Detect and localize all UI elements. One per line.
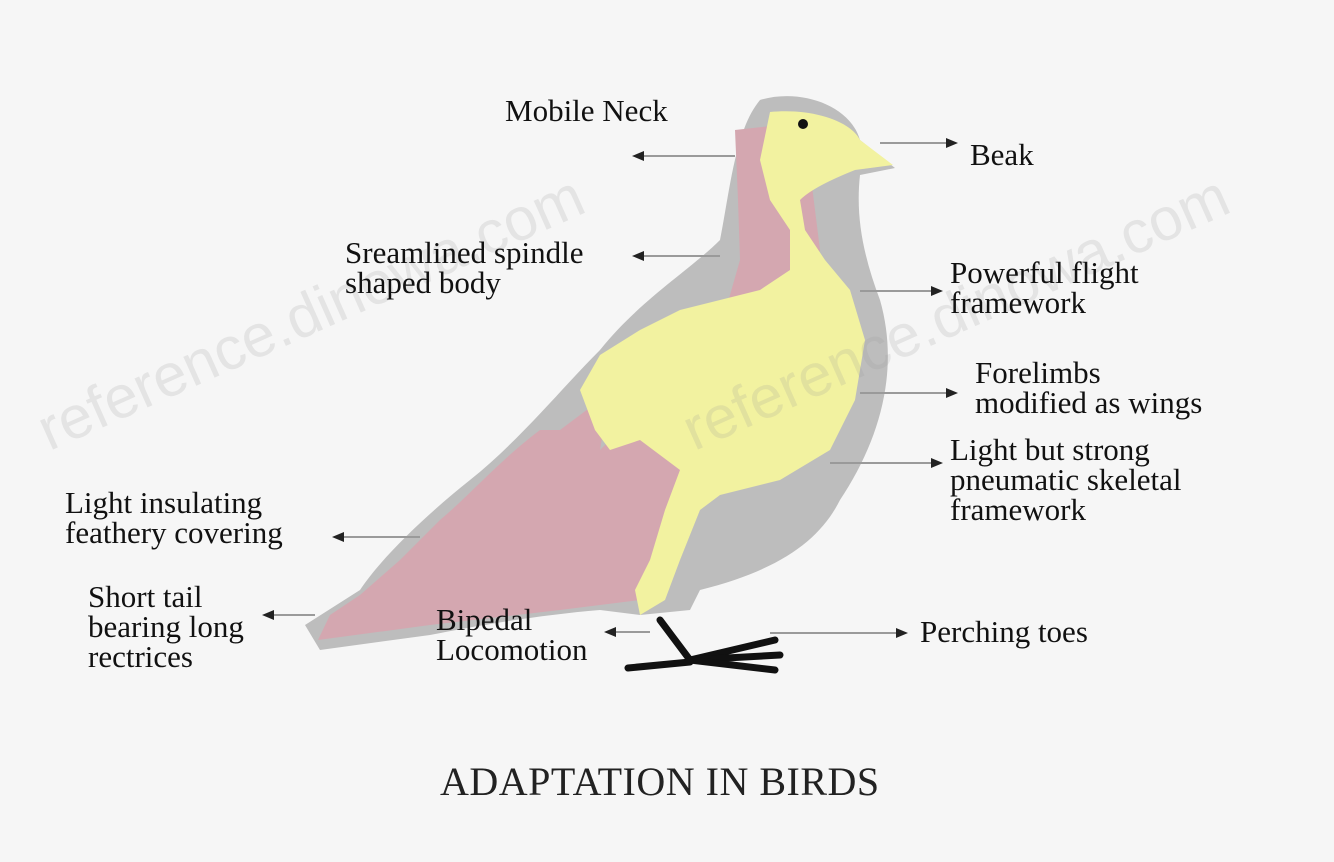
label-bipedal: Bipedal Locomotion bbox=[436, 605, 588, 665]
eye bbox=[798, 119, 808, 129]
label-mobile-neck: Mobile Neck bbox=[505, 96, 668, 126]
label-flight-framework: Powerful flight framework bbox=[950, 258, 1139, 318]
label-streamlined-body: Sreamlined spindle shaped body bbox=[345, 238, 583, 298]
diagram-title: ADAPTATION IN BIRDS bbox=[440, 758, 880, 805]
label-tail: Short tail bearing long rectrices bbox=[88, 582, 244, 672]
label-skeleton: Light but strong pneumatic skeletal fram… bbox=[950, 435, 1182, 525]
label-forelimbs: Forelimbs modified as wings bbox=[975, 358, 1202, 418]
label-perching-toes: Perching toes bbox=[920, 617, 1088, 647]
label-beak: Beak bbox=[970, 140, 1034, 170]
toes-drawing bbox=[628, 620, 780, 670]
label-feathers: Light insulating feathery covering bbox=[65, 488, 283, 548]
